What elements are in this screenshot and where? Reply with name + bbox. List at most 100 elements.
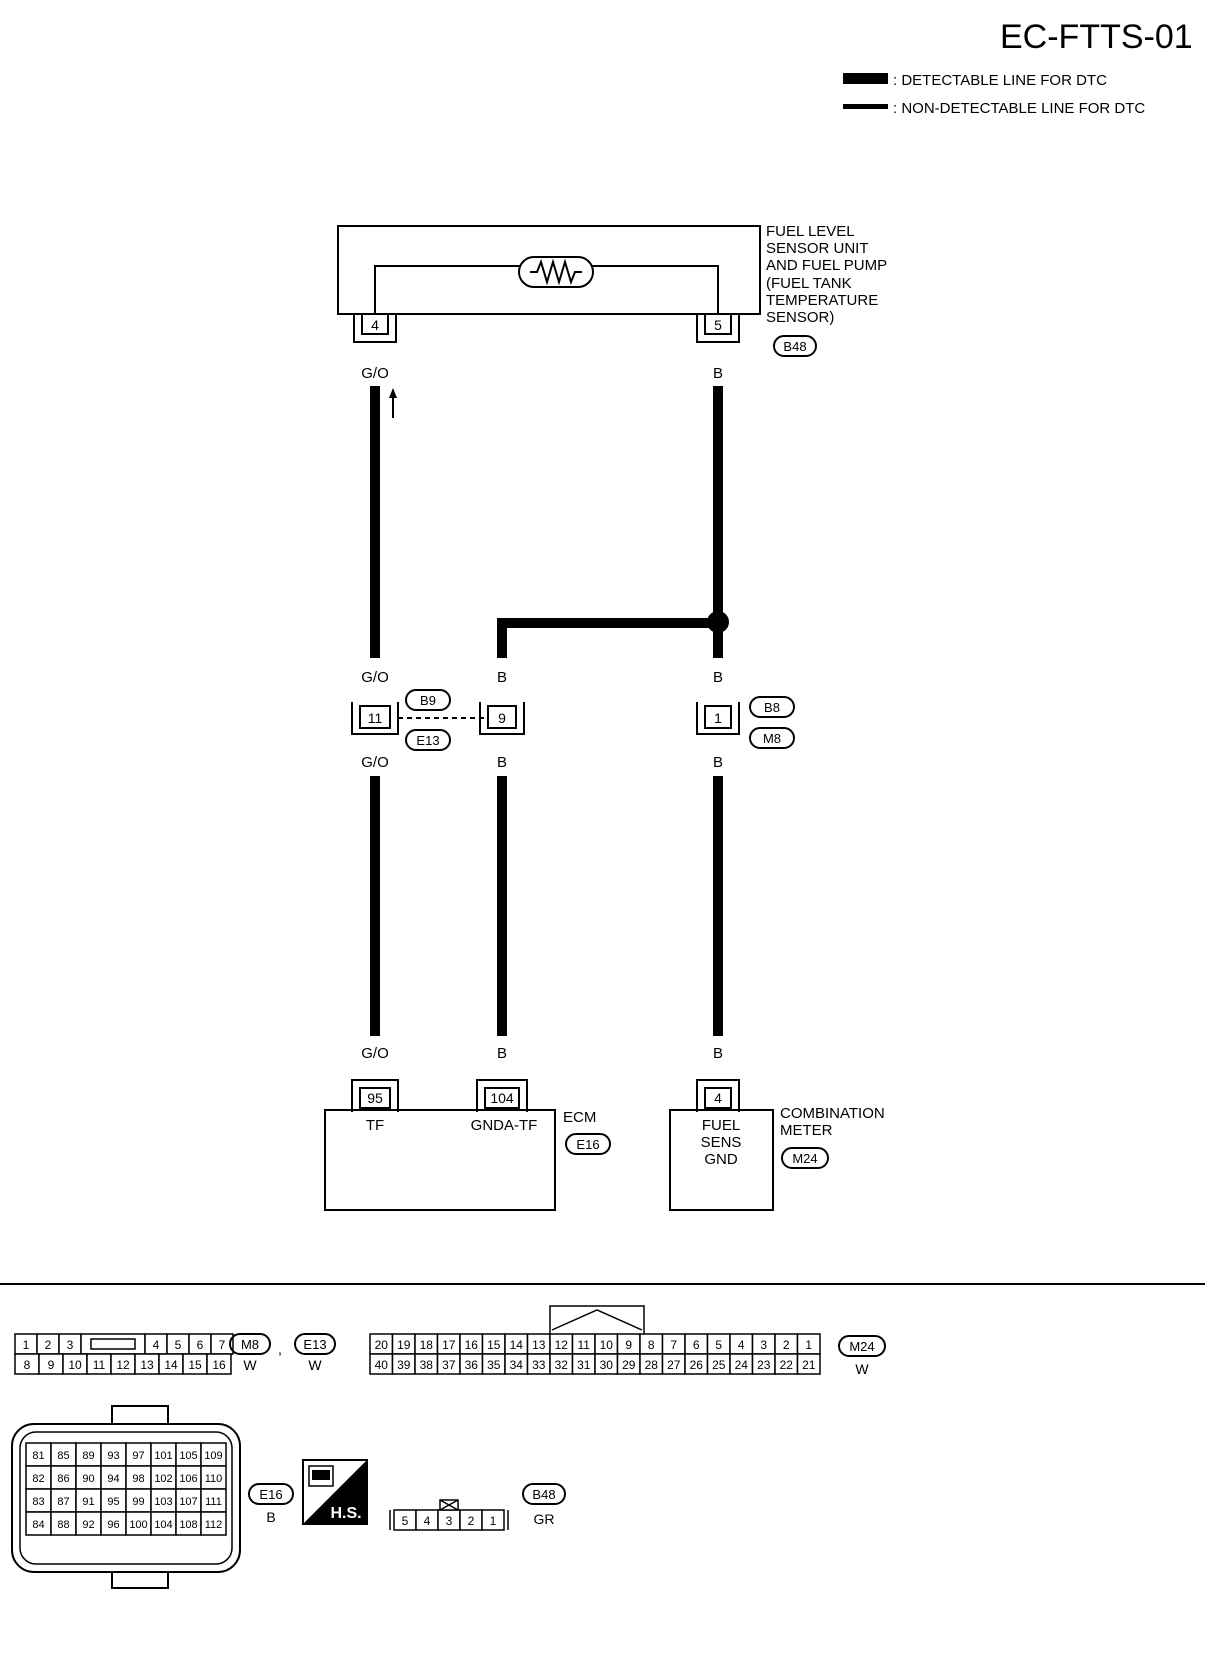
svg-text:11: 11 — [368, 710, 383, 726]
pin-number: 98 — [132, 1473, 144, 1485]
pin-number: 5 — [715, 1338, 722, 1352]
pin-number: 96 — [107, 1519, 119, 1531]
meter-terminal-line-2: SENS — [701, 1134, 742, 1151]
connector-view-tag-e16 — [248, 1483, 294, 1505]
legend-detectable: : DETECTABLE LINE FOR DTC — [893, 72, 1107, 89]
pin-number: 4 — [153, 1338, 160, 1352]
connector-tag-m24 — [781, 1147, 829, 1169]
pin-number: 107 — [179, 1496, 197, 1508]
svg-text:5: 5 — [714, 317, 722, 333]
pin-number: 39 — [397, 1358, 411, 1372]
pin-number: 112 — [205, 1519, 223, 1531]
pin-number: 12 — [555, 1338, 569, 1352]
pin-number: 2 — [468, 1514, 475, 1528]
pin-number: 26 — [690, 1358, 704, 1372]
wire-color-b-bottom-left: B — [497, 1045, 507, 1062]
wire-color-b-mid: B — [713, 669, 723, 686]
pin-number: 7 — [670, 1338, 677, 1352]
pin-number: 106 — [179, 1473, 197, 1485]
pin-number: 1 — [805, 1338, 812, 1352]
wire-color-b-top: B — [713, 365, 723, 382]
connector-tag-m8 — [749, 727, 795, 749]
pin-number: 2 — [783, 1338, 790, 1352]
harness-side-label: H.S. — [330, 1505, 361, 1522]
pin-number: 22 — [780, 1358, 794, 1372]
pin-number: 29 — [622, 1358, 636, 1372]
pin-number: 3 — [760, 1338, 767, 1352]
svg-text:95: 95 — [367, 1090, 383, 1106]
pin-number: 84 — [32, 1519, 44, 1531]
connector-lock — [90, 1338, 136, 1350]
wire-color-go-bottom: G/O — [361, 1045, 389, 1062]
pin-number: 81 — [32, 1450, 44, 1462]
connector-view-tag-m8-label: M8 — [241, 1337, 259, 1352]
harness-side-icon-plug — [308, 1465, 334, 1487]
junction-pin-1: 1 — [696, 702, 740, 735]
sensor-pin-4: 4 — [353, 313, 397, 343]
sensor-name-line-6: SENSOR) — [766, 309, 834, 326]
pin-number: 6 — [197, 1338, 204, 1352]
pin-number: 19 — [397, 1338, 411, 1352]
pin-number: 1 — [23, 1338, 30, 1352]
pin-number: 35 — [487, 1358, 501, 1372]
harness-side-icon-plug-inner — [312, 1470, 330, 1480]
wire-color-b-bottom-right: B — [713, 1045, 723, 1062]
sensor-name-line-2: SENSOR UNIT — [766, 240, 869, 257]
ecm-terminal-gnda-tf: GNDA-TF — [471, 1117, 538, 1134]
fuel-level-sensor-unit: FUEL LEVEL SENSOR UNIT AND FUEL PUMP (FU… — [337, 223, 887, 357]
pin-number: 105 — [179, 1450, 197, 1462]
pin-number: 30 — [600, 1358, 614, 1372]
connector-tag-e16 — [565, 1133, 611, 1155]
pin-number: 17 — [442, 1338, 456, 1352]
connector-tag-e13 — [405, 729, 451, 751]
pin-number: 4 — [738, 1338, 745, 1352]
pin-number: 103 — [154, 1496, 172, 1508]
connector-cell — [796, 1353, 821, 1375]
connector-tag-e13-label: E13 — [416, 733, 439, 748]
connector-view-tag-e13 — [294, 1333, 336, 1355]
pin-number: 90 — [82, 1473, 94, 1485]
connector-tag-b9 — [405, 689, 451, 711]
junction-pin-9: 9 — [479, 702, 525, 735]
pin-number: 93 — [107, 1450, 119, 1462]
pin-number: 3 — [446, 1514, 453, 1528]
connector-color-e16: B — [266, 1509, 275, 1525]
meter-pin-4: 4 — [696, 1079, 740, 1112]
pin-number: 101 — [154, 1450, 172, 1462]
ecm-pin-104: 104 — [476, 1079, 528, 1112]
connector-lock-cross — [439, 1499, 459, 1511]
pin-number: 36 — [465, 1358, 479, 1372]
sensor-pin-5: 5 — [696, 313, 740, 343]
pin-number: 33 — [532, 1358, 546, 1372]
svg-text:104: 104 — [490, 1090, 514, 1106]
ecm-terminal-tf: TF — [366, 1117, 384, 1134]
legend-non-detectable: : NON-DETECTABLE LINE FOR DTC — [893, 100, 1145, 117]
pin-number: 108 — [179, 1519, 197, 1531]
connector-view-tag-m8 — [229, 1333, 271, 1355]
svg-text:4: 4 — [371, 317, 379, 333]
pin-number: 111 — [205, 1496, 222, 1508]
junction-pin-11: 11 — [351, 702, 399, 735]
connector-color-b48: GR — [534, 1511, 555, 1527]
pin-number: 89 — [82, 1450, 94, 1462]
connector-latch — [549, 1305, 645, 1334]
sensor-name-line-5: TEMPERATURE — [766, 292, 878, 309]
pin-number: 5 — [402, 1514, 409, 1528]
ecm-pin-95: 95 — [351, 1079, 399, 1112]
connector-latch-mark — [551, 1309, 643, 1331]
pin-number: 87 — [57, 1496, 69, 1508]
pin-number: 99 — [132, 1496, 144, 1508]
wire-color-go-low: G/O — [361, 754, 389, 771]
pin-number: 9 — [625, 1338, 632, 1352]
wire-color-go-mid: G/O — [361, 669, 389, 686]
connector-tag-b8-label: B8 — [764, 700, 780, 715]
diagram-title: EC-FTTS-01 — [1000, 18, 1193, 56]
pin-number: 12 — [116, 1358, 130, 1372]
wire-color-b-low-right: B — [713, 754, 723, 771]
pin-number: 24 — [735, 1358, 749, 1372]
pin-number: 34 — [510, 1358, 524, 1372]
pin-number: 88 — [57, 1519, 69, 1531]
pin-number: 3 — [67, 1338, 74, 1352]
connector-color-m24: W — [855, 1361, 869, 1377]
pin-number: 86 — [57, 1473, 69, 1485]
